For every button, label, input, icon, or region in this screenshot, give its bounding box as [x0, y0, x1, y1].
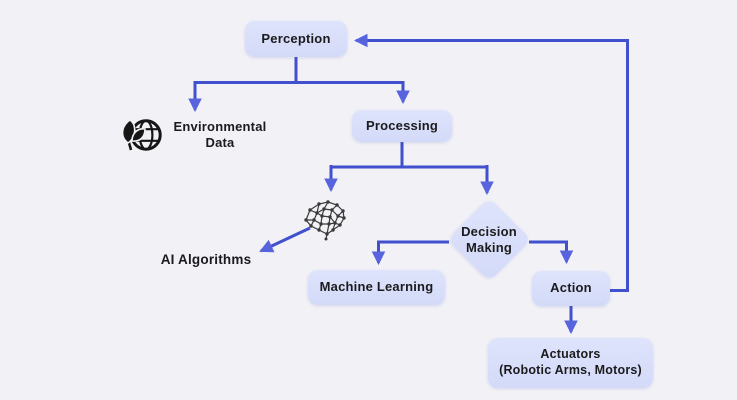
neural-network-brain-icon — [304, 200, 346, 241]
node-perception-label: Perception — [261, 30, 331, 46]
node-ai-algorithms-label: AI Algorithms — [160, 252, 252, 267]
node-actuators: Actuators (Robotic Arms, Motors) — [488, 338, 653, 388]
edge-action-feedback-to-perception — [353, 33, 629, 292]
edge-decision-to-machine-learning — [371, 240, 449, 266]
node-perception: Perception — [245, 21, 347, 57]
node-decision-making-label: Decision Making — [461, 224, 517, 255]
node-actuators-label: Actuators (Robotic Arms, Motors) — [499, 347, 642, 377]
edge-brain-to-ai-algorithms — [259, 226, 311, 253]
node-processing: Processing — [352, 110, 452, 142]
edge-decision-to-action — [529, 240, 574, 265]
node-action-label: Action — [550, 280, 592, 296]
node-environmental-data-label: Environmental Data — [173, 119, 267, 150]
environment-globe-leaf-icon — [121, 119, 162, 151]
node-action: Action — [532, 271, 610, 306]
node-processing-label: Processing — [365, 117, 439, 133]
node-machine-learning: Machine Learning — [308, 270, 445, 305]
node-machine-learning-label: Machine Learning — [319, 279, 434, 295]
